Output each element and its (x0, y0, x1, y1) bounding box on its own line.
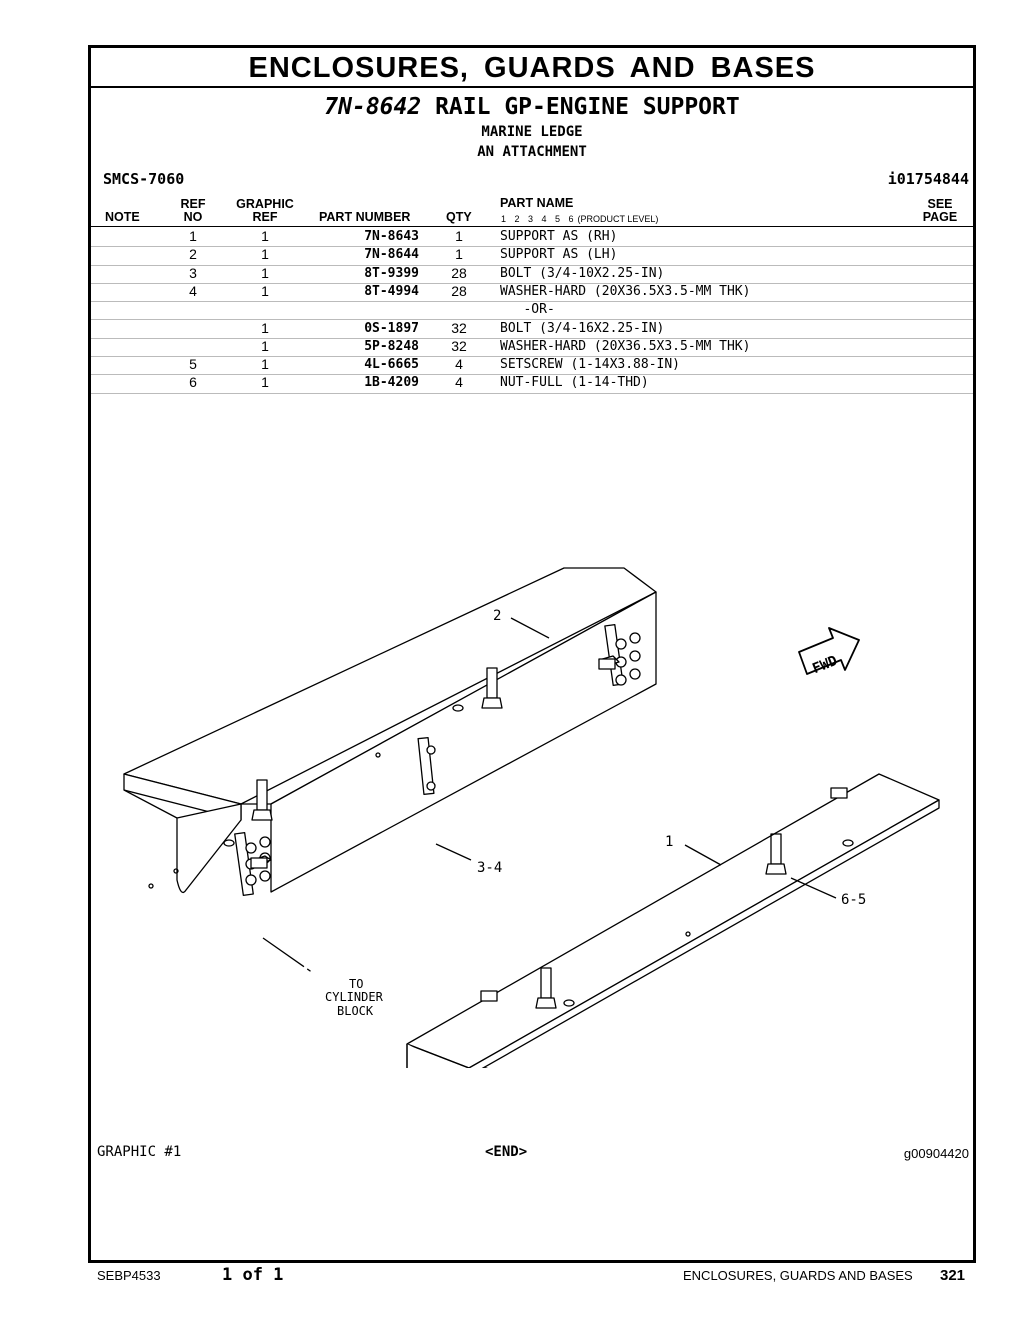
cell-ref: 3 (189, 264, 197, 281)
cell-qty: 32 (451, 337, 467, 354)
callout-2: 2 (493, 608, 501, 624)
cell-name: BOLT (3/4-10X2.25-IN) (500, 265, 665, 281)
table-row: 5 1 4L-6665 4 SETSCREW (1-14X3.88-IN) (91, 356, 973, 376)
support-lh-rail (123, 567, 657, 974)
cell-name: SETSCREW (1-14X3.88-IN) (500, 357, 681, 373)
product-level-numbers: 1 2 3 4 5 6 (501, 214, 574, 224)
cell-ref: 1 (189, 228, 197, 244)
cell-graphic: 1 (261, 356, 269, 373)
group-name: RAIL GP-ENGINE SUPPORT (435, 94, 740, 120)
header-note: NOTE (105, 210, 140, 224)
page-frame: ENCLOSURES, GUARDS AND BASES 7N-8642 RAI… (88, 45, 976, 1263)
table-row: 1 0S-1897 32 BOLT (3/4-16X2.25-IN) (91, 320, 973, 339)
cell-graphic: 1 (261, 374, 269, 391)
table-row: 3 1 8T-9399 28 BOLT (3/4-10X2.25-IN) (91, 265, 973, 284)
product-level-label: (PRODUCT LEVEL) (577, 214, 659, 224)
cylinder-label: CYLINDER (325, 990, 384, 1004)
cell-part-number: 5P-8248 (364, 338, 419, 354)
forward-arrow-icon (798, 627, 860, 675)
header-part-name: PART NAME (500, 196, 574, 210)
cell-graphic: 1 (261, 319, 269, 336)
callout-6-5: 6-5 (841, 892, 866, 908)
cell-name: SUPPORT AS (LH) (500, 247, 618, 263)
footer-doc-number: SEBP4533 (97, 1268, 161, 1283)
cell-name: SUPPORT AS (RH) (500, 229, 618, 244)
header-see-page: SEE PAGE (921, 198, 959, 224)
footer-page-of: 1 of 1 (222, 1265, 284, 1285)
header-graphic-ref: GRAPHIC REF (229, 198, 301, 224)
cell-graphic: 1 (261, 228, 269, 244)
cell-name: NUT-FULL (1-14-THD) (500, 375, 649, 391)
cell-qty: 28 (451, 264, 467, 281)
document-id: i01754844 (887, 170, 969, 188)
support-rh-rail (406, 773, 940, 1068)
group-part-number: 7N-8642 (324, 94, 422, 120)
header-divider (91, 226, 973, 227)
cell-qty: 4 (455, 374, 463, 391)
parts-illustration: 2 1 3-4 6-5 TO CYLINDER BLOCK FWD (123, 567, 940, 1068)
footer-page-number: 321 (940, 1267, 966, 1284)
table-row: -OR- (91, 301, 973, 321)
header-ref-line2: NO (183, 210, 203, 224)
cell-ref: 6 (189, 374, 197, 391)
header-graphic-line1: GRAPHIC (236, 197, 294, 211)
cell-part-number: 1B-4209 (364, 375, 419, 391)
group-subtitle-2: AN ATTACHMENT (477, 144, 587, 160)
graphic-label: GRAPHIC #1 (97, 1144, 182, 1160)
group-subtitle-1: MARINE LEDGE (481, 124, 583, 140)
table-row: 1 1 7N-8643 1 SUPPORT AS (RH) (91, 228, 973, 248)
header-part-number: PART NUMBER (319, 210, 411, 224)
to-label: TO (349, 977, 363, 991)
cell-name: -OR- (500, 302, 555, 318)
header-see-line1: SEE (927, 197, 953, 211)
header-see-line2: PAGE (922, 210, 958, 224)
cell-part-number: 7N-8643 (364, 229, 419, 244)
callout-1: 1 (665, 834, 673, 850)
section-title: ENCLOSURES, GUARDS AND BASES (91, 48, 973, 88)
table-row: 4 1 8T-4994 28 WASHER-HARD (20X36.5X3.5-MM T… (91, 282, 973, 303)
group-title: 7N-8642 RAIL GP-ENGINE SUPPORT (91, 94, 973, 120)
footer-section: ENCLOSURES, GUARDS AND BASES (683, 1268, 913, 1283)
table-row: 6 1 1B-4209 4 NUT-FULL (1-14-THD) (91, 374, 973, 394)
header-qty: QTY (446, 210, 472, 224)
table-row: 2 1 7N-8644 1 SUPPORT AS (LH) (91, 246, 973, 266)
cell-graphic: 1 (261, 282, 269, 299)
graphic-id: g00904420 (903, 1146, 969, 1161)
cell-name: BOLT (3/4-16X2.25-IN) (500, 320, 665, 336)
cell-part-number: 7N-8644 (364, 247, 419, 263)
block-label: BLOCK (337, 1004, 374, 1018)
header-graphic-line2: REF (252, 210, 278, 224)
cell-qty: 1 (455, 246, 463, 263)
cell-ref: 4 (189, 282, 197, 299)
cell-graphic: 1 (261, 264, 269, 281)
product-level: 1 2 3 4 5 6(PRODUCT LEVEL) (501, 214, 658, 224)
callout-3-4: 3-4 (477, 860, 502, 876)
smcs-code: SMCS-7060 (103, 170, 185, 188)
cell-graphic: 1 (261, 337, 269, 354)
cell-ref: 2 (189, 246, 197, 263)
cell-part-number: 0S-1897 (364, 320, 419, 336)
cell-part-number: 8T-4994 (364, 283, 419, 299)
cell-qty: 1 (455, 228, 463, 244)
cell-part-number: 4L-6665 (364, 357, 419, 373)
cell-part-number: 8T-9399 (364, 265, 419, 281)
header-ref: REF NO (179, 198, 207, 224)
cell-graphic: 1 (261, 246, 269, 263)
header-ref-line1: REF (180, 197, 206, 211)
cell-ref: 5 (189, 356, 197, 373)
end-label: <END> (485, 1144, 528, 1160)
cell-name: WASHER-HARD (20X36.5X3.5-MM THK) (500, 283, 751, 299)
cell-name: WASHER-HARD (20X36.5X3.5-MM THK) (500, 338, 751, 354)
table-row: 1 5P-8248 32 WASHER-HARD (20X36.5X3.5-MM TH… (91, 337, 973, 358)
cell-qty: 4 (455, 356, 463, 373)
cell-qty: 28 (451, 282, 467, 299)
cell-qty: 32 (451, 319, 467, 336)
